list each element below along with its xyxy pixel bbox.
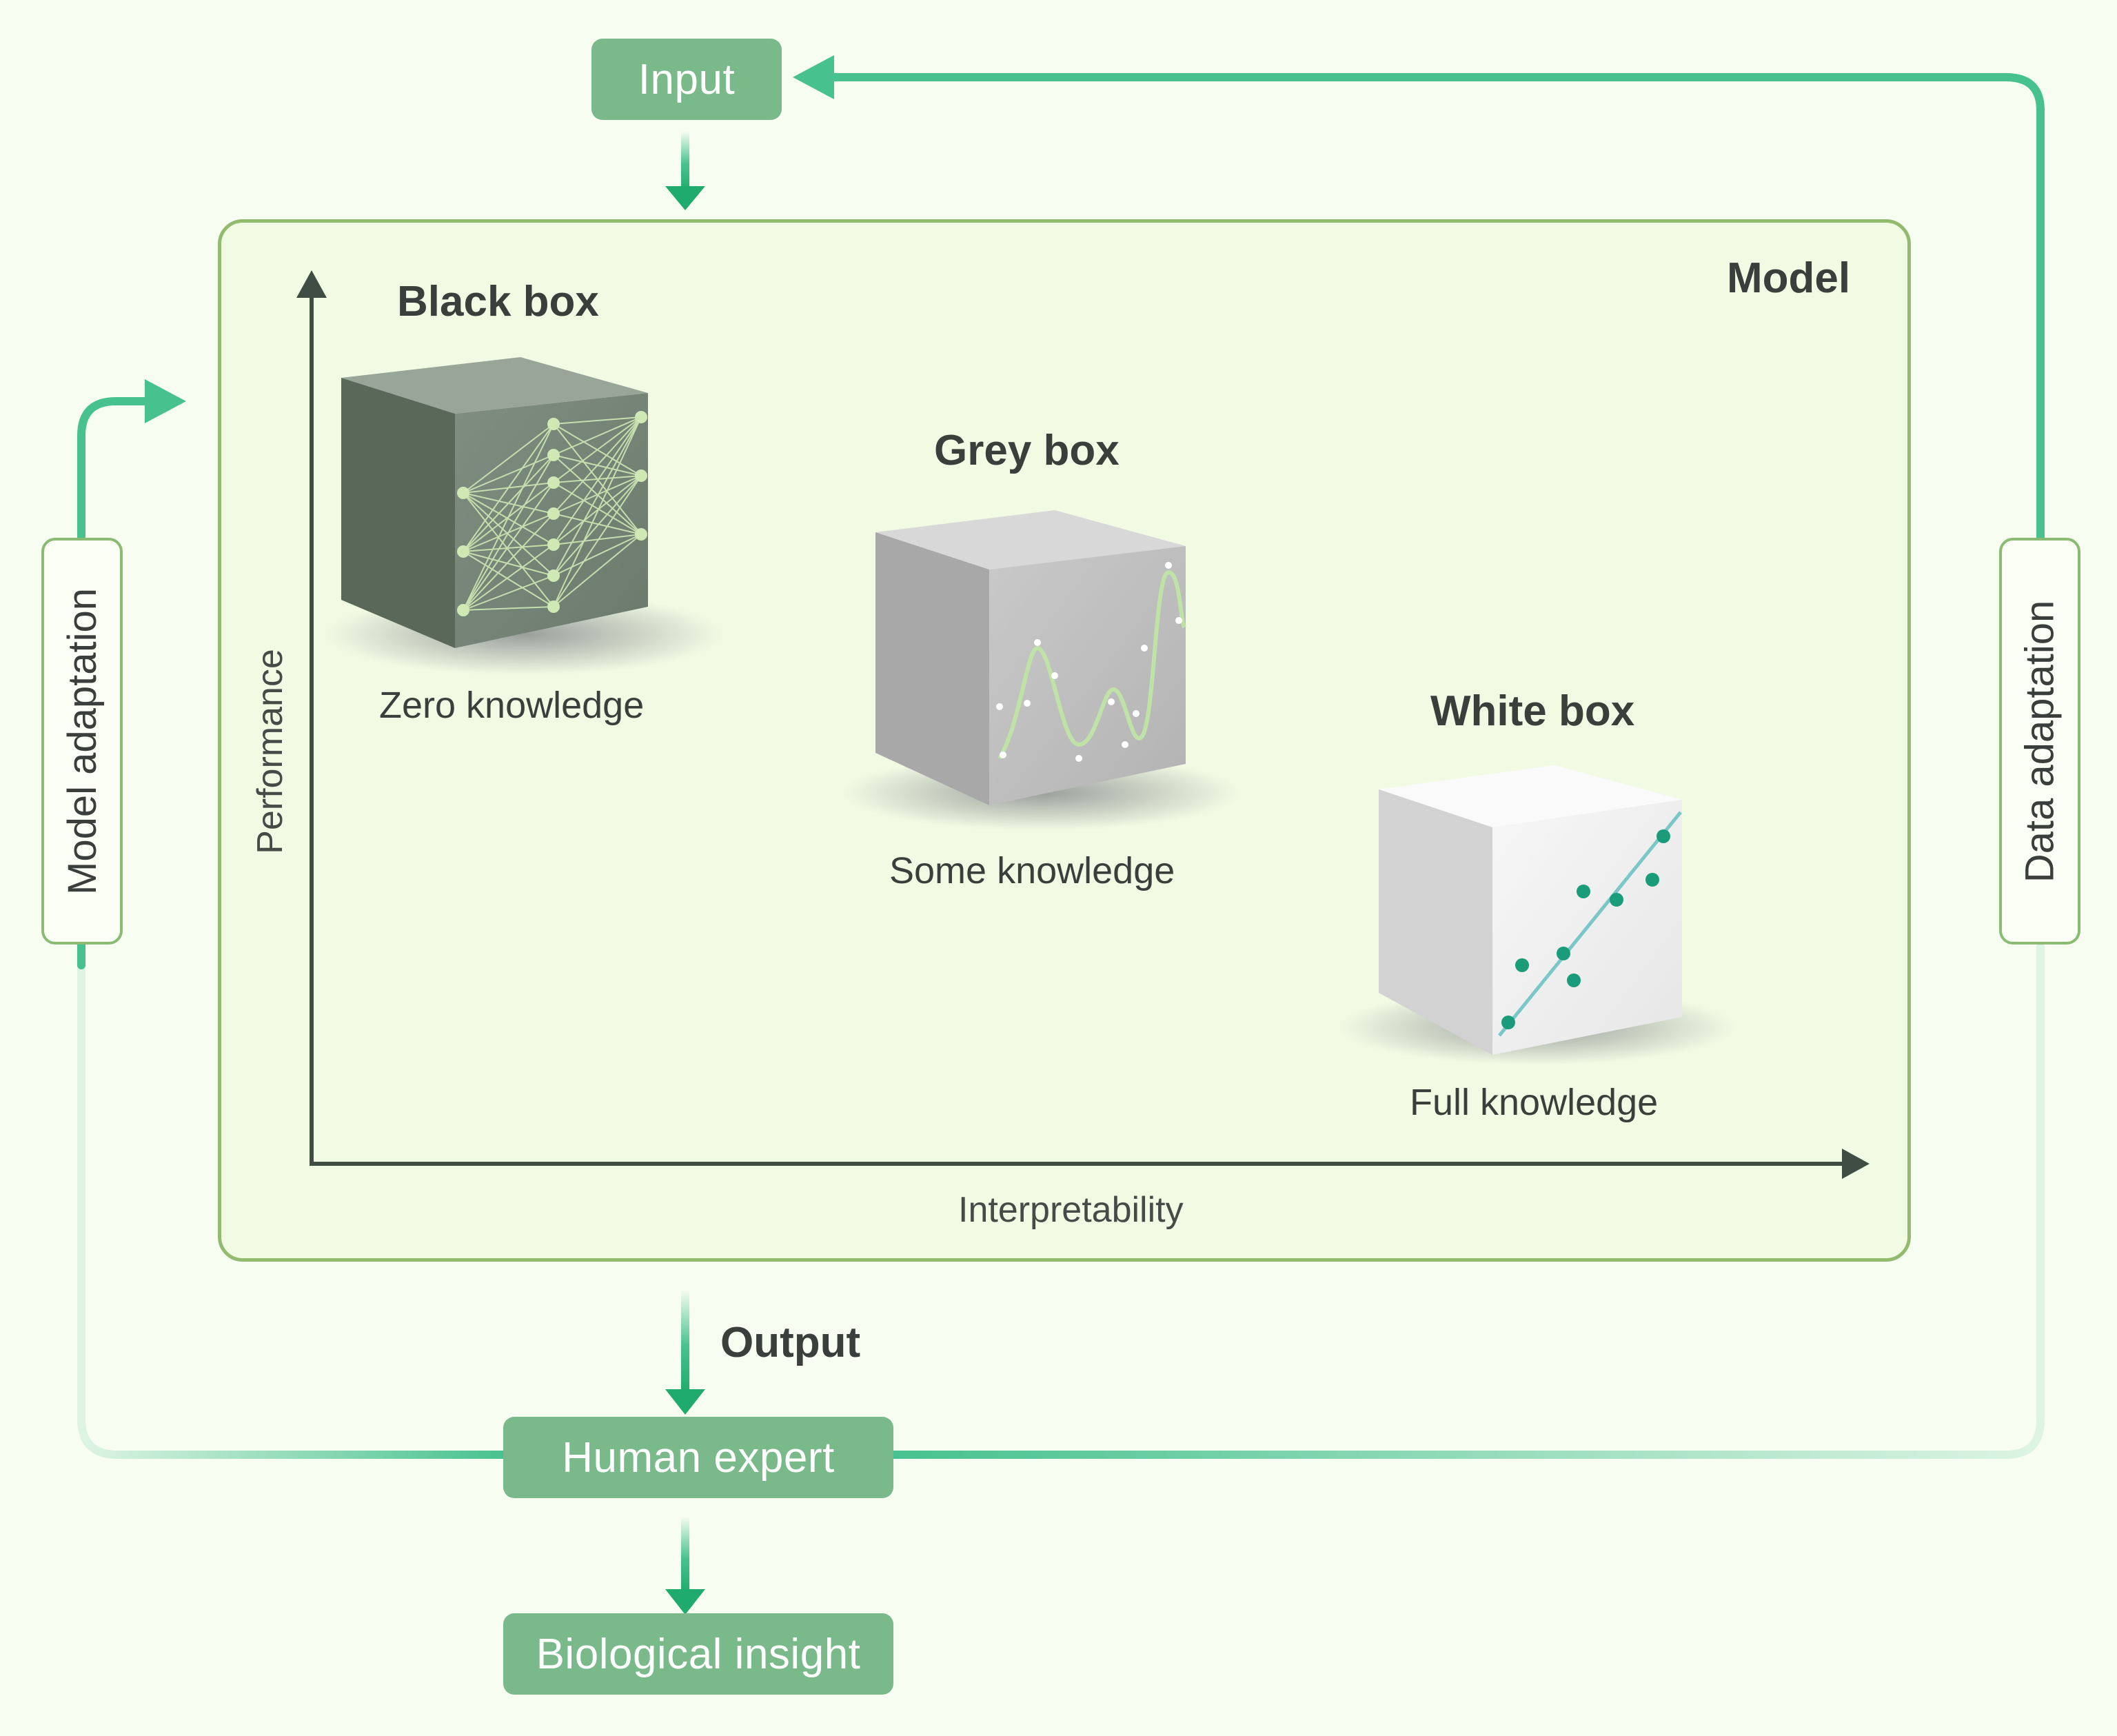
data-adaptation-text: Data adaptation	[2017, 600, 2063, 882]
input-arrow-shaft	[681, 131, 689, 192]
regression-line	[1498, 811, 1682, 1037]
data-adaptation-loop	[885, 685, 2045, 1459]
grey-box-cube	[841, 510, 1241, 831]
neural-network-icon	[463, 416, 642, 611]
output-label: Output	[720, 1319, 861, 1366]
output-arrow-shaft	[681, 1289, 689, 1393]
insight-arrow-head	[665, 1589, 705, 1615]
data-adaptation-label: Data adaptation	[1999, 538, 2080, 945]
model-adaptation-label: Model adaptation	[41, 538, 123, 945]
input-node: Input	[591, 39, 782, 120]
human-expert-node: Human expert	[503, 1417, 893, 1498]
grey-box-title: Grey box	[934, 427, 1120, 474]
x-axis-arrowhead	[1842, 1149, 1870, 1179]
x-axis-label: Interpretability	[958, 1190, 1184, 1230]
y-axis-label: Performance	[250, 649, 290, 854]
model-label: Model	[1727, 254, 1851, 302]
white-box-caption: Full knowledge	[1410, 1082, 1659, 1123]
input-arrowhead	[793, 55, 834, 99]
grey-box-caption: Some knowledge	[889, 850, 1175, 891]
model-adaptation-loop-up	[77, 397, 152, 969]
output-arrow-head	[665, 1389, 705, 1415]
y-axis-arrowhead	[296, 270, 327, 298]
model-arrowhead	[145, 379, 186, 423]
white-box-cube	[1337, 765, 1737, 1065]
biological-insight-node: Biological insight	[503, 1613, 893, 1695]
black-box-cube	[324, 357, 724, 676]
data-adaptation-loop-top	[823, 73, 2045, 694]
curve-fit-line	[997, 569, 1186, 760]
insight-arrow-shaft	[681, 1517, 689, 1593]
white-box-title: White box	[1430, 687, 1635, 735]
input-arrow-head	[665, 186, 705, 210]
black-box-title: Black box	[397, 278, 599, 325]
model-adaptation-text: Model adaptation	[59, 587, 105, 895]
black-box-caption: Zero knowledge	[379, 685, 645, 726]
